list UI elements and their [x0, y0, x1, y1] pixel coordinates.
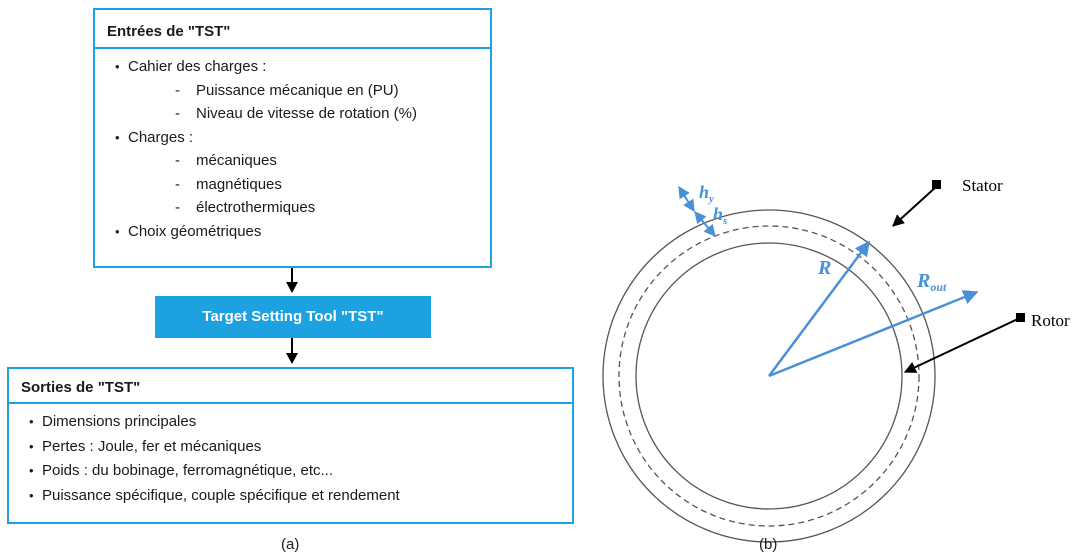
- output-item-specific-power: Puissance spécifique, couple spécifique …: [29, 484, 572, 509]
- outer-yoke-circle: [602, 209, 936, 543]
- sub-item-mechanical: mécaniques: [175, 149, 490, 173]
- rotor-leader: [903, 317, 1021, 373]
- hy-dimension-arrow: [678, 185, 695, 213]
- sub-item-electrothermal: électrothermiques: [175, 196, 490, 220]
- rotor-leader-square: [1016, 313, 1025, 322]
- inputs-title: Entrées de "TST": [95, 10, 490, 49]
- stator-label: Stator: [962, 176, 1003, 195]
- hs-dimension-arrow: [694, 211, 716, 237]
- output-item-dimensions: Dimensions principales: [29, 410, 572, 435]
- slot-dashed-circle: [618, 225, 920, 527]
- stator-leader-square: [932, 180, 941, 189]
- hs-label: hs: [713, 204, 727, 227]
- stator-leader: [892, 185, 938, 227]
- input-item-loads: Charges : mécaniques magnétiques électro…: [115, 126, 490, 220]
- output-item-weight: Poids : du bobinage, ferromagnétique, et…: [29, 459, 572, 484]
- target-setting-tool-block: Target Setting Tool "TST": [155, 296, 431, 338]
- inputs-box: Entrées de "TST" Cahier des charges : Pu…: [93, 8, 492, 268]
- rotor-circle: [635, 242, 903, 510]
- radius-r-label: R: [817, 257, 831, 279]
- hy-label: hy: [699, 182, 714, 205]
- inputs-list: Cahier des charges : Puissance mécanique…: [95, 49, 490, 243]
- radius-rout-arrow: [768, 290, 979, 378]
- input-item-specifications: Cahier des charges : Puissance mécanique…: [115, 55, 490, 126]
- input-item-geometric-choices: Choix géométriques: [115, 220, 490, 244]
- outputs-title: Sorties de "TST": [9, 369, 572, 404]
- outputs-list: Dimensions principales Pertes : Joule, f…: [9, 404, 572, 508]
- radius-rout-label: Rout: [916, 270, 947, 294]
- sub-item-speed-level: Niveau de vitesse de rotation (%): [175, 102, 490, 126]
- caption-a: (a): [281, 536, 300, 553]
- rotor-label: Rotor: [1031, 311, 1070, 330]
- sub-item-mechanical-power: Puissance mécanique en (PU): [175, 79, 490, 103]
- output-item-losses: Pertes : Joule, fer et mécaniques: [29, 435, 572, 460]
- sub-item-magnetic: magnétiques: [175, 173, 490, 197]
- radius-r-arrow: [767, 240, 871, 377]
- outputs-box: Sorties de "TST" Dimensions principales …: [7, 367, 574, 524]
- caption-b: (b): [759, 536, 778, 553]
